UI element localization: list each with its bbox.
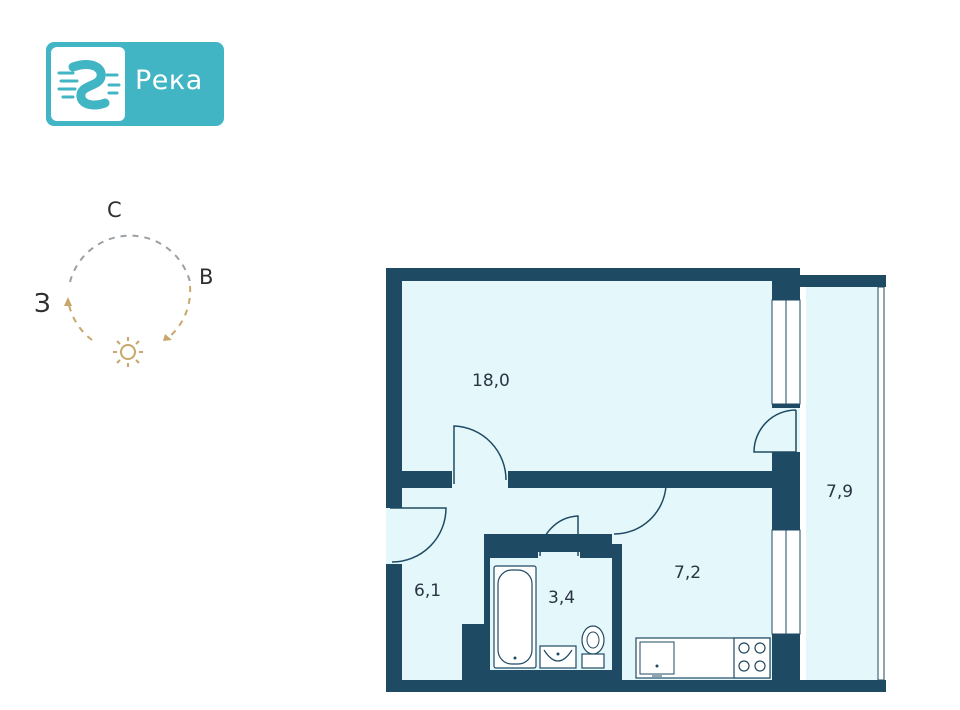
sink-icon: [539, 645, 577, 669]
area-label-bathroom: 3,4: [548, 588, 575, 608]
room-corridor: [462, 488, 612, 534]
compass: [64, 234, 192, 367]
kitchen-door-swing: [613, 485, 667, 535]
bedroom-door-opening: [452, 471, 508, 488]
room-hall: [402, 488, 462, 680]
balcony-door-swing: [753, 409, 797, 453]
toilet-icon: [581, 625, 605, 669]
balcony-glazing: [877, 286, 885, 681]
kitchen-door-opening: [612, 488, 666, 494]
compass-arc-west: [67, 299, 93, 341]
bathtub-icon: [493, 565, 537, 669]
room-bedroom: [402, 281, 772, 471]
stove-icon: [733, 637, 771, 679]
wall-balcony-bottom: [800, 680, 886, 692]
floor-plan: 18,0 7,2 6,1 3,4 7,9: [386, 268, 886, 692]
compass-arc-north: [69, 234, 191, 283]
area-label-balcony: 7,9: [826, 482, 853, 502]
area-label-hall: 6,1: [414, 581, 441, 601]
compass-arrow-west: [64, 297, 72, 306]
wall-balcony-top: [800, 275, 886, 287]
compass-north-label: С: [107, 198, 122, 222]
area-label-bedroom: 18,0: [472, 371, 510, 391]
river-icon: [51, 47, 125, 121]
compass-arc-east: [167, 285, 192, 339]
brand-logo: Река: [46, 42, 224, 126]
entrance-door-swing: [390, 507, 447, 563]
bathroom-door-opening: [538, 552, 580, 560]
room-kitchen-nook: [612, 488, 624, 544]
brand-name: Река: [135, 65, 203, 96]
area-label-kitchen: 7,2: [674, 563, 701, 583]
compass-east-label: В: [199, 265, 214, 289]
bedroom-door-swing: [453, 425, 507, 484]
bathroom-door-swing: [539, 515, 579, 557]
room-balcony: [806, 287, 880, 680]
entrance-gap: [386, 508, 402, 564]
sun-icon: [113, 337, 143, 367]
compass-west-label: З: [34, 289, 51, 319]
room-corridor-2: [462, 534, 484, 624]
compass-arrow-east: [163, 334, 172, 341]
